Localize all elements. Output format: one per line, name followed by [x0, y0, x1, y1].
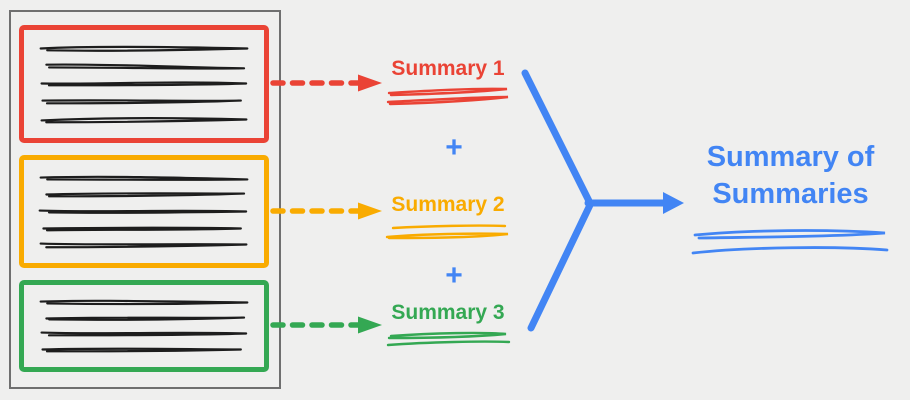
text-line-scribble [36, 96, 252, 107]
text-line-scribble [36, 313, 252, 324]
text-line-scribble [36, 206, 252, 217]
summary-2: Summary 2 [383, 192, 513, 245]
text-line-scribble [36, 223, 252, 234]
result-scribble [691, 229, 889, 255]
source-document [9, 10, 281, 389]
text-line-scribble [36, 173, 252, 184]
document-section-1 [19, 25, 269, 143]
document-section-3 [19, 280, 269, 372]
dashed-arrow-section-3 [270, 316, 382, 334]
summary-3-label: Summary 3 [391, 301, 505, 324]
text-line-scribble [36, 78, 252, 89]
text-line-scribble [36, 239, 252, 250]
result-summary: Summary of Summaries [683, 139, 898, 263]
summary-2-label: Summary 2 [391, 193, 505, 216]
summary-3: Summary 3 [383, 300, 513, 353]
summary-3-scribble [386, 331, 511, 347]
dashed-arrow-section-2 [270, 202, 382, 220]
summary-1: Summary 1 [383, 56, 513, 109]
result-label-line2: Summaries [712, 178, 869, 210]
dashed-arrow-section-1 [270, 74, 382, 92]
summary-2-scribble [385, 224, 509, 240]
plus-sign-1: + [445, 131, 463, 164]
text-line-scribble [36, 344, 252, 355]
summary-1-scribble [386, 87, 509, 106]
text-line-scribble [36, 61, 252, 72]
plus-sign-2: + [445, 259, 463, 292]
text-line-scribble [36, 114, 252, 125]
document-section-2 [19, 155, 269, 268]
result-label-line1: Summary of [706, 141, 875, 173]
text-line-scribble [36, 328, 252, 339]
text-line-scribble [36, 43, 252, 54]
summary-1-label: Summary 1 [391, 57, 505, 80]
text-line-scribble [36, 189, 252, 200]
merge-arrow [521, 69, 684, 332]
text-line-scribble [36, 297, 252, 308]
